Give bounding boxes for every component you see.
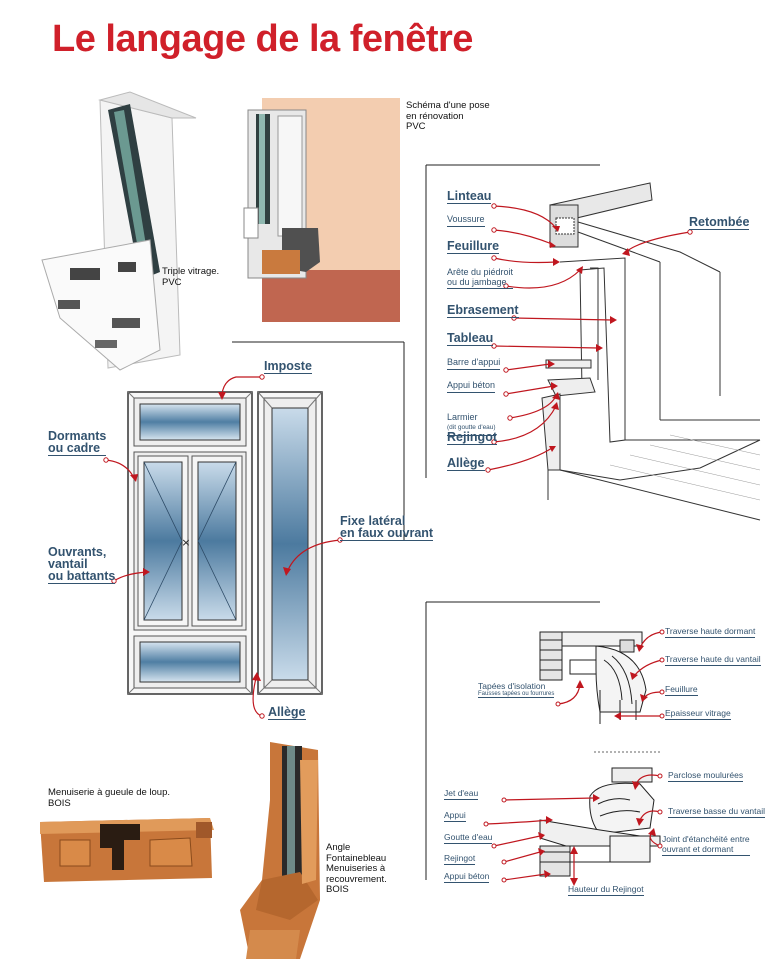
label-feuillure-section: Feuillure xyxy=(665,684,698,696)
label-arete: Arête du piédroit ou du jambage xyxy=(447,267,514,289)
label-tableau: Tableau xyxy=(447,331,494,346)
label-allege-wall: Allège xyxy=(447,456,485,471)
caption-gueule-de-loup: Menuiserie à gueule de loup. BOIS xyxy=(48,787,171,809)
label-appui-beton-section: Appui béton xyxy=(444,871,490,883)
label-parclose: Parclose moulurées xyxy=(668,770,744,782)
label-tapees: Tapées d'isolation Fausses tapées ou fou… xyxy=(478,681,555,698)
label-epaisseur-vitrage: Epaisseur vitrage xyxy=(665,708,731,720)
label-feuillure: Feuillure xyxy=(447,239,500,254)
label-hauteur-rejingot: Hauteur du Rejingot xyxy=(568,884,644,896)
label-barre-appui: Barre d'appui xyxy=(447,357,501,370)
label-appui: Appui xyxy=(444,810,466,822)
label-dormants: Dormants ou cadre xyxy=(48,429,107,456)
label-traverse-haute-dormant: Traverse haute dormant xyxy=(665,626,756,638)
label-allege-window: Allège xyxy=(268,705,306,720)
label-tapees-main: Tapées d'isolation xyxy=(478,681,546,691)
caption-triple-vitrage: Triple vitrage. PVC xyxy=(162,266,220,288)
label-goutte-eau: Goutte d'eau xyxy=(444,832,493,844)
label-imposte: Imposte xyxy=(264,359,312,374)
label-linteau: Linteau xyxy=(447,189,492,204)
label-rejingot: Rejingot xyxy=(447,430,497,445)
page-title: Le langage de la fenêtre xyxy=(52,18,473,60)
label-ebrasement: Ebrasement xyxy=(447,303,519,318)
label-retombee: Retombée xyxy=(689,215,750,230)
label-appui-beton: Appui béton xyxy=(447,380,496,393)
label-rejingot-section: Rejingot xyxy=(444,853,476,865)
label-fixe-lateral: Fixe latéral en faux ouvrant xyxy=(340,514,434,541)
label-larmier-main: Larmier xyxy=(447,411,478,422)
label-larmier-sub: (dit goutte d'eau) xyxy=(447,422,496,436)
label-larmier: Larmier (dit goutte d'eau) xyxy=(447,403,496,447)
caption-angle-fontainebleau: Angle Fontainebleau Menuiseries à recouv… xyxy=(326,842,387,895)
label-voussure: Voussure xyxy=(447,214,485,227)
label-jet-eau: Jet d'eau xyxy=(444,788,479,800)
label-ouvrants: Ouvrants, vantail ou battants xyxy=(48,545,116,584)
label-tapees-sub: Fausses tapées ou fourrures xyxy=(478,691,555,697)
svg-text:×: × xyxy=(181,536,190,549)
label-traverse-basse: Traverse basse du vantail xyxy=(668,806,766,818)
label-joint: Joint d'étanchéité entre ouvrant et dorm… xyxy=(662,834,750,856)
label-traverse-haute-vantail: Traverse haute du vantail xyxy=(665,654,761,666)
caption-renovation: Schéma d'une pose en rénovation PVC xyxy=(406,100,490,132)
